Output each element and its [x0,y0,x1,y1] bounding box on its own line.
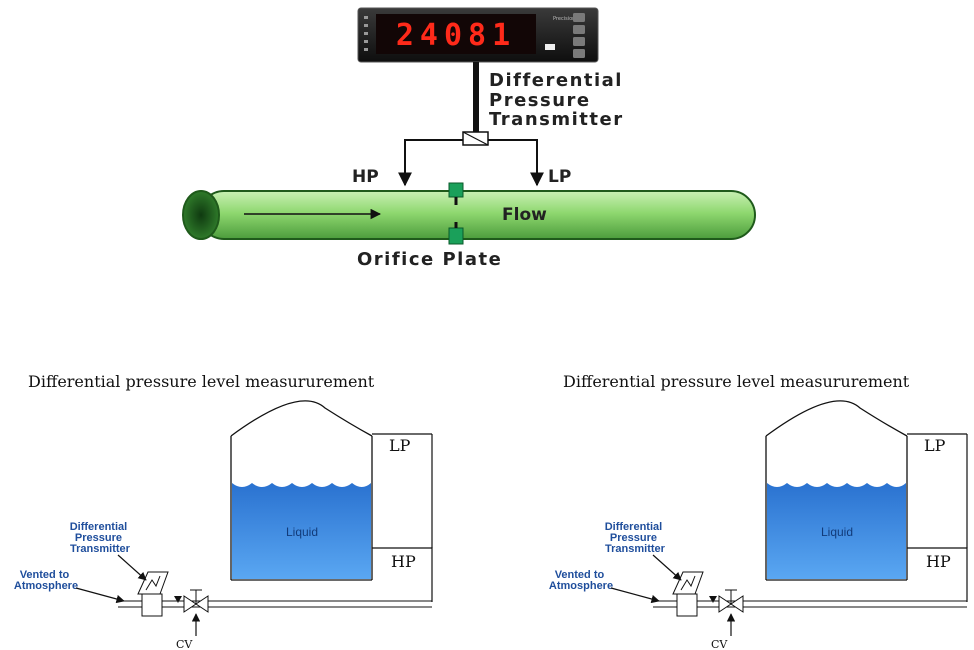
orifice-plate-icon [448,182,464,245]
dp-transmitter-icon-2 [672,571,704,617]
transmitter-label-2: Differential Pressure Transmitter [605,521,666,555]
hp-label-1: HP [391,552,416,571]
hp-label: HP [352,167,379,187]
lp-label: LP [548,167,571,187]
tank-2: Liquid [765,400,908,581]
flow-label: Flow [502,205,547,225]
transmitter-label: Differential Pressure Transmitter [489,70,631,130]
level-title-2: Differential pressure level measururemen… [563,372,910,391]
liquid [767,483,906,579]
orifice-label: Orifice Plate [357,249,502,270]
dp-transmitter-icon [462,131,489,146]
dp-transmitter-icon-1 [137,571,169,617]
cv-label-2: CV [711,638,728,650]
cv-valve-icon-1 [174,589,209,636]
lp-label-1: LP [389,436,411,455]
level-diagram-1: Differential pressure level measururemen… [14,372,433,650]
flow-diagram: 24081 Precision Differential Pressure Tr… [182,7,756,270]
level-diagram-2: Differential pressure level measururemen… [549,372,968,650]
vent-label-2: Vented to Atmosphere [549,569,613,592]
display-brand: Precision [553,16,575,22]
digital-display: 24081 Precision [357,7,599,63]
liquid-label-1: Liquid [286,525,318,539]
display-reading: 24081 [396,18,516,53]
cv-label-1: CV [176,638,193,650]
liquid-label-2: Liquid [821,525,853,539]
level-title-1: Differential pressure level measururemen… [28,372,375,391]
pipe [182,190,756,240]
hp-label-2: HP [926,552,951,571]
tank-1: Liquid [230,400,373,581]
display-buttons [573,13,585,58]
vent-label-1: Vented to Atmosphere [14,569,78,592]
transmitter-label-1: Differential Pressure Transmitter [70,521,131,555]
cv-valve-icon-2 [709,589,744,636]
liquid [232,483,371,579]
lp-label-2: LP [924,436,946,455]
